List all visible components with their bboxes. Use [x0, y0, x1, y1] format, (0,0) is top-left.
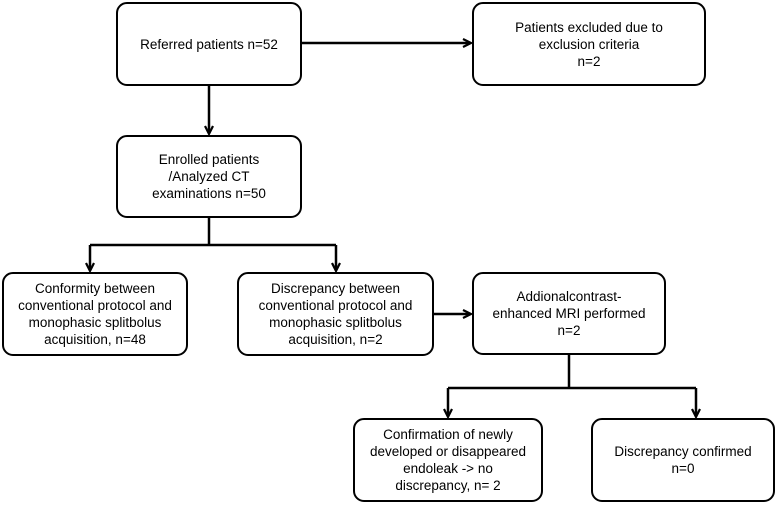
box-text: Patients excluded due to: [515, 19, 663, 35]
box-text: n=2: [577, 53, 601, 69]
box-conformity: Conformity between conventional protocol…: [2, 272, 188, 356]
box-text: n=0: [671, 461, 695, 476]
box-text: Confirmation of newly: [383, 427, 513, 442]
box-text: Discrepancy confirmed: [614, 444, 752, 459]
box-additional-mri: Addionalcontrast- enhanced MRI performed…: [472, 272, 666, 355]
box-text: Conformity between: [34, 281, 156, 296]
box-text: Referred patients n=52: [140, 36, 278, 52]
box-text: n=2: [557, 323, 581, 338]
box-text: endoleak -> no: [403, 461, 493, 476]
box-text: acquisition, n=48: [44, 332, 146, 347]
box-text: /Analyzed CT: [168, 169, 250, 184]
box-text: conventional protocol and: [258, 298, 413, 313]
box-text: acquisition, n=2: [288, 332, 383, 347]
box-enrolled-patients: Enrolled patients /Analyzed CT examinati…: [116, 135, 302, 218]
box-text: monophasic splitbolus: [269, 315, 402, 330]
box-confirmation-no-discrepancy: Confirmation of newly developed or disap…: [353, 418, 543, 502]
box-text: exclusion criteria: [538, 36, 640, 52]
box-excluded-patients: Patients excluded due to exclusion crite…: [472, 2, 706, 86]
box-text: Discrepancy between: [270, 281, 401, 296]
box-discrepancy-confirmed: Discrepancy confirmed n=0: [591, 418, 775, 502]
box-text: monophasic splitbolus: [28, 315, 162, 330]
box-text: examinations n=50: [152, 186, 266, 201]
box-text: Addionalcontrast-: [516, 289, 622, 304]
box-text: discrepancy, n= 2: [395, 478, 501, 493]
box-text: enhanced MRI performed: [492, 306, 646, 321]
box-discrepancy: Discrepancy between conventional protoco…: [237, 272, 434, 356]
box-text: developed or disappeared: [369, 444, 527, 459]
box-text: conventional protocol and: [18, 298, 172, 313]
box-text: Enrolled patients: [158, 152, 260, 167]
box-referred-patients: Referred patients n=52: [116, 2, 302, 86]
